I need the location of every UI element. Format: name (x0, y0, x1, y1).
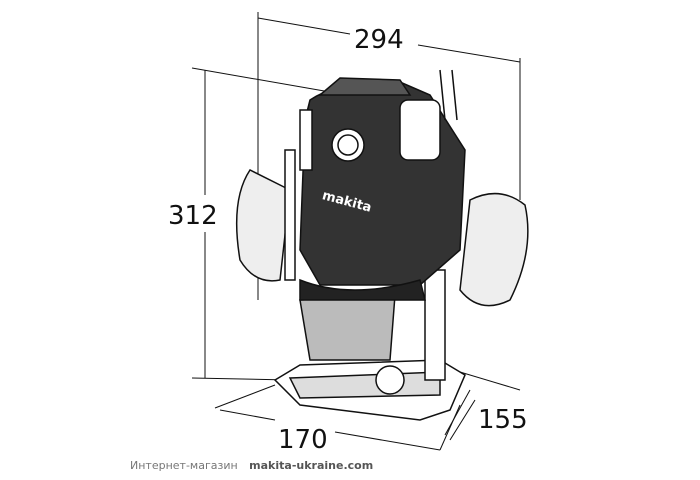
dimension-lines (191, 12, 521, 451)
footer-label: Интернет-магазин (130, 459, 238, 472)
dimension-depth: 170 (278, 425, 328, 455)
dimension-side: 155 (478, 405, 528, 435)
router-illustration (235, 69, 529, 421)
footer-site-link[interactable]: makita-ukraine.com (249, 459, 374, 472)
footer: Интернет-магазин makita-ukraine.com (130, 459, 373, 472)
dimension-width: 294 (354, 25, 404, 55)
dimension-height: 312 (168, 201, 218, 231)
